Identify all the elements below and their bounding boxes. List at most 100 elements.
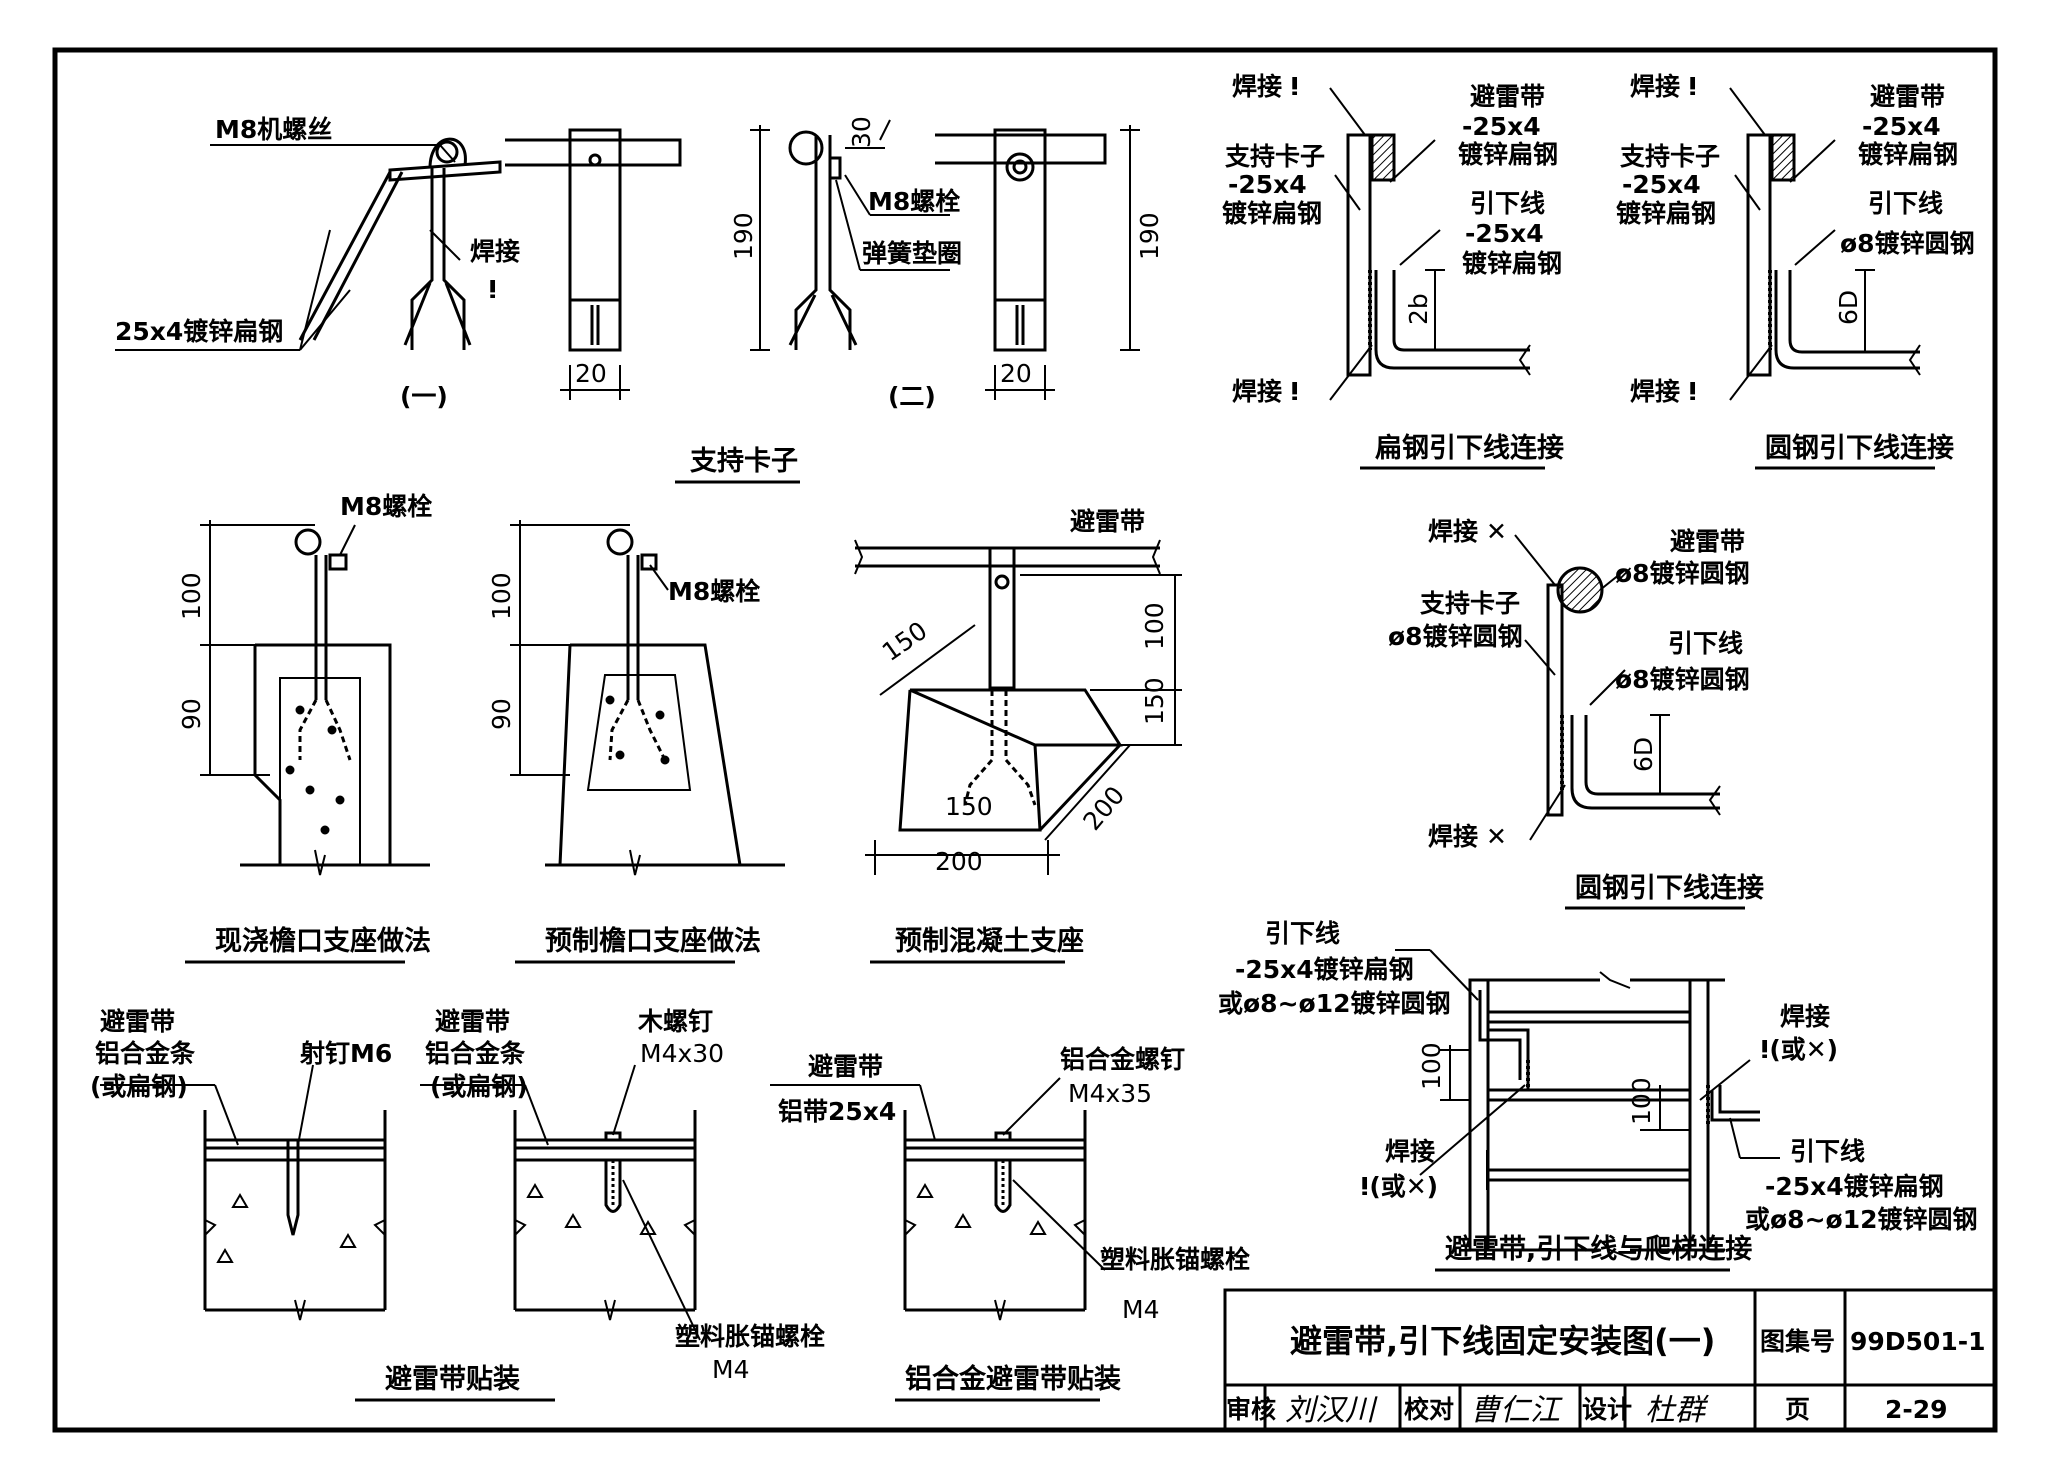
ladder-dim-100-left: 100 (1417, 1042, 1446, 1090)
aluminum-belt-mount-drawing (770, 1077, 1106, 1321)
clip1-bolt-label: M8机螺丝 (215, 115, 332, 144)
flat-down-2: -25x4 (1465, 219, 1544, 248)
alu-anchor-label-1: 塑料胀锚螺栓 (1100, 1245, 1250, 1274)
round1-clip-2: -25x4 (1622, 170, 1701, 199)
castin-dim-90: 90 (177, 698, 206, 730)
round2-down-2: ø8镀锌圆钢 (1615, 665, 1750, 694)
title-block-check: 校对 (1404, 1395, 1454, 1424)
clip2-view-label: (二) (888, 382, 936, 411)
castin-bolt-label: M8螺栓 (340, 492, 432, 521)
clip2-dim-30: 30 (847, 116, 876, 148)
ladder-down-a-2: -25x4镀锌扁钢 (1235, 955, 1414, 984)
castin-caption: 现浇檐口支座做法 (215, 925, 431, 957)
flat-clip-1: 支持卡子 (1225, 142, 1325, 171)
flat-belt-2: -25x4 (1462, 112, 1541, 141)
flat-belt-1: 避雷带 (1470, 82, 1545, 111)
belt-nail-label: 射钉M6 (299, 1039, 392, 1068)
title-block-review: 审核 (1226, 1395, 1276, 1424)
support-clip-caption: 支持卡子 (690, 446, 798, 477)
block-belt-label: 避雷带 (1070, 507, 1145, 536)
signature-check: 曹仁江 (1470, 1393, 1563, 1428)
clip1-dim-20: 20 (575, 359, 607, 388)
ladder-down-b-1: 引下线 (1790, 1137, 1865, 1166)
precast-caption: 预制檐口支座做法 (545, 925, 761, 957)
clip1-view-label: (一) (400, 382, 448, 411)
ladder-connection-drawing (1395, 949, 1780, 1259)
round2-belt-2: ø8镀锌圆钢 (1615, 559, 1750, 588)
precast-dim-90: 90 (487, 698, 516, 730)
title-block-design: 设计 (1582, 1395, 1632, 1424)
ladder-down-b-3: 或ø8~ø12镀锌圆钢 (1745, 1205, 1977, 1234)
round1-weld-bottom: 焊接 (1630, 377, 1680, 406)
flat-down-3: 镀锌扁钢 (1462, 249, 1562, 278)
precast-dim-100: 100 (487, 572, 516, 620)
alu-mount-caption: 铝合金避雷带贴装 (905, 1363, 1121, 1395)
round1-weld-bottom-sym: ⵑ (1688, 377, 1697, 406)
wood-screw-mount-drawing (420, 1064, 701, 1341)
clip2-dim-190-left: 190 (729, 212, 758, 260)
round1-weld-top: 焊接 (1630, 72, 1680, 101)
alu-screw-label-1: 铝合金螺钉 (1060, 1045, 1185, 1074)
ladder-down-b-2: -25x4镀锌扁钢 (1765, 1172, 1944, 1201)
round2-weld-bottom-sym: ✕ (1486, 822, 1507, 851)
round1-weld-top-sym: ⵑ (1688, 72, 1697, 101)
flat-dim-2b: 2b (1404, 293, 1433, 325)
round1-belt-2: -25x4 (1862, 112, 1941, 141)
round1-down-2: ø8镀锌圆钢 (1840, 229, 1975, 258)
round-down-conductor-drawing-1 (1729, 87, 1921, 401)
clip2-dim-190-right: 190 (1135, 212, 1164, 260)
alu-screw-label-2: M4x35 (1068, 1079, 1152, 1108)
flat-down-caption: 扁钢引下线连接 (1375, 432, 1564, 464)
castin-eaves-support-drawing (200, 520, 430, 876)
clip2-washer-label: 弹簧垫圈 (862, 239, 962, 268)
alu-label-1: 避雷带 (808, 1052, 883, 1081)
support-clip-view-1 (115, 128, 682, 400)
flat-weld-bottom: 焊接 (1232, 377, 1282, 406)
flat-belt-3: 镀锌扁钢 (1458, 140, 1558, 169)
precast-bolt-label: M8螺栓 (668, 577, 760, 606)
block-dim-150-inner: 150 (945, 792, 993, 821)
flat-down-1: 引下线 (1470, 189, 1545, 218)
round2-belt-1: 避雷带 (1670, 527, 1745, 556)
round2-clip-1: 支持卡子 (1420, 589, 1520, 618)
round2-weld-top: 焊接 (1428, 517, 1478, 546)
flat-clip-3: 镀锌扁钢 (1222, 199, 1322, 228)
ladder-weld-right-1: 焊接 (1780, 1002, 1830, 1031)
block-dim-100: 100 (1140, 602, 1169, 650)
flat-weld-top: 焊接 (1232, 72, 1282, 101)
clip2-dim-20: 20 (1000, 359, 1032, 388)
flat-down-conductor-drawing (1329, 87, 1531, 401)
round1-belt-3: 镀锌扁钢 (1858, 140, 1958, 169)
precast-eaves-support-drawing (510, 520, 785, 876)
support-clip-view-2 (750, 119, 1140, 400)
concrete-block-support-drawing (854, 539, 1182, 875)
ladder-dim-100-right: 100 (1627, 1077, 1656, 1125)
round-down-caption-1: 圆钢引下线连接 (1765, 432, 1954, 464)
title-block-atlas-no: 99D501-1 (1850, 1327, 1986, 1356)
round2-clip-2: ø8镀锌圆钢 (1388, 622, 1523, 651)
round-down-conductor-drawing-2 (1514, 534, 1721, 841)
signature-design: 杜群 (1645, 1393, 1709, 1428)
alu-label-2: 铝带25x4 (778, 1097, 896, 1126)
round2-weld-top-sym: ✕ (1486, 517, 1507, 546)
round2-weld-bottom: 焊接 (1428, 822, 1478, 851)
wood-screw-label-2: M4x30 (640, 1039, 724, 1068)
ladder-down-a-3: 或ø8~ø12镀锌圆钢 (1218, 989, 1450, 1018)
wood-label-1: 避雷带 (435, 1007, 510, 1036)
clip1-weld-label: 焊接 (470, 237, 520, 266)
ladder-weld-right-2: ⵑ(或✕) (1760, 1035, 1838, 1064)
signature-review: 刘汉川 (1285, 1393, 1378, 1428)
round1-belt-1: 避雷带 (1870, 82, 1945, 111)
wood-anchor-label-1: 塑料胀锚螺栓 (675, 1322, 825, 1351)
ladder-weld-left-1: 焊接 (1385, 1137, 1435, 1166)
block-dim-200-bottom: 200 (935, 847, 983, 876)
round1-clip-3: 镀锌扁钢 (1616, 199, 1716, 228)
belt-surface-mount-drawing (100, 1064, 387, 1321)
flat-clip-2: -25x4 (1228, 170, 1307, 199)
alu-anchor-label-2: M4 (1122, 1295, 1159, 1324)
block-dim-150-right: 150 (1140, 677, 1169, 725)
belt-label-2: 铝合金条 (95, 1039, 196, 1068)
ladder-down-a-1: 引下线 (1265, 919, 1340, 948)
clip2-bolt-label: M8螺栓 (868, 187, 960, 216)
